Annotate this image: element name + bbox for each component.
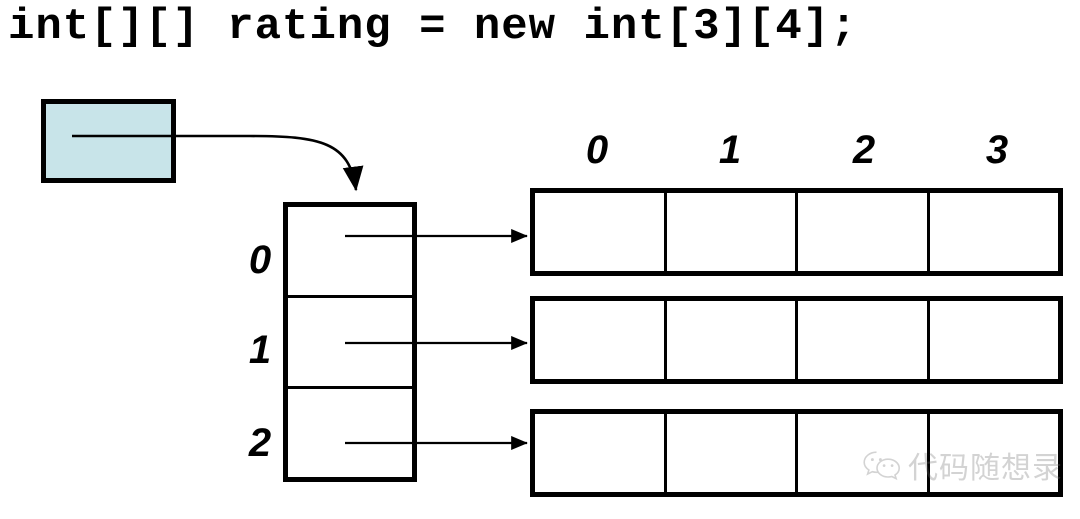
column-header-1: 1 [718,128,742,172]
data-row-1 [530,296,1063,384]
data-cell-2-2 [798,414,930,492]
row-pointer-array [283,202,417,482]
data-row-0 [530,188,1063,276]
rating-reference-box [41,99,176,183]
data-cell-0-0 [535,193,667,271]
data-cell-1-1 [667,301,798,379]
data-cell-2-0 [535,414,667,492]
data-cell-1-0 [535,301,667,379]
data-cell-2-3 [930,414,1059,492]
column-header-2: 2 [852,128,876,172]
data-cell-0-1 [667,193,798,271]
pointer-cell-1 [288,298,412,389]
pointer-cell-0 [288,207,412,298]
data-cell-2-1 [667,414,798,492]
pointer-cell-2 [288,389,412,477]
code-declaration-title: int[][] rating = new int[3][4]; [8,2,858,52]
pointer-row-index-1: 1 [248,328,272,372]
data-cell-0-3 [930,193,1059,271]
column-header-3: 3 [985,128,1009,172]
data-cell-0-2 [798,193,930,271]
pointer-row-index-0: 0 [248,238,272,282]
data-cell-1-3 [930,301,1059,379]
data-row-2 [530,409,1063,497]
pointer-row-index-2: 2 [248,421,272,465]
column-header-0: 0 [585,128,609,172]
data-cell-1-2 [798,301,930,379]
